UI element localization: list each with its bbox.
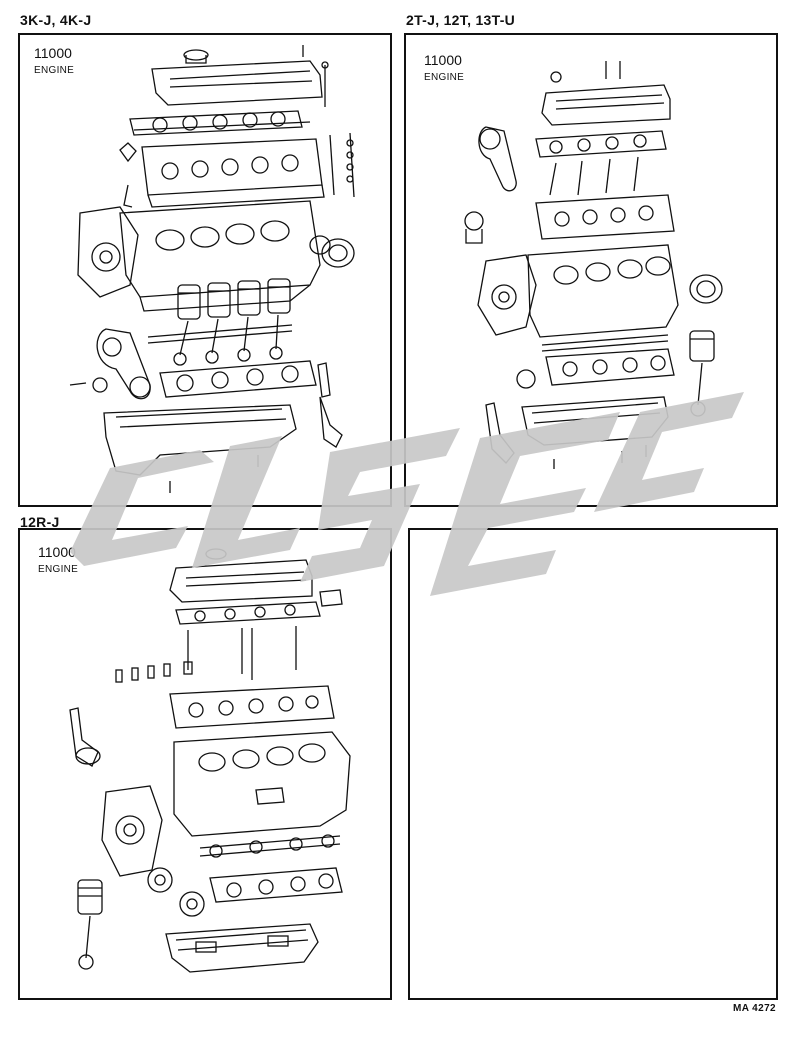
engine-12r-exploded-view [69,548,351,973]
part-number: 11000 [38,544,76,560]
panel-empty [408,528,778,1000]
part-number: 11000 [34,45,72,61]
model-label-12r: 12R-J [20,514,60,530]
part-name: ENGINE [38,564,79,575]
panel-2t-engine: 11000 ENGINE [404,33,778,507]
model-label-3k: 3K-J, 4K-J [20,12,92,28]
engine-2t-exploded-view [464,61,723,469]
engine-3k-exploded-view [69,45,355,493]
part-name: ENGINE [424,72,465,83]
reference-code: MA 4272 [732,1003,776,1014]
panel-12r-engine: 11000 ENGINE [18,528,392,1000]
part-number: 11000 [424,52,462,68]
panel-3k-engine: 11000 ENGINE [18,33,392,507]
part-name: ENGINE [34,65,75,76]
model-label-2t: 2T-J, 12T, 13T-U [406,12,516,28]
